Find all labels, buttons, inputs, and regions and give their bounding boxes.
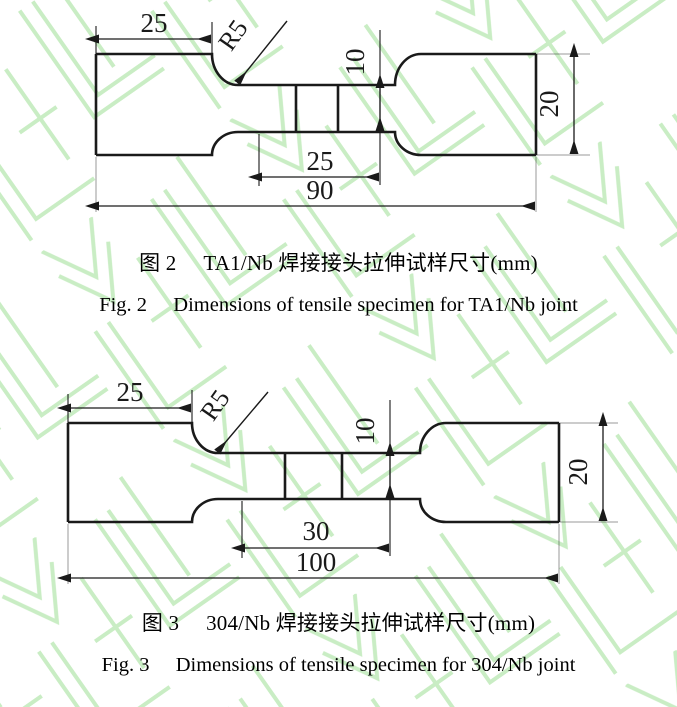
dimension-label-fillet-radius-fig2: R5 [212,14,253,55]
dimension-label-fillet-radius-fig3: R5 [194,384,235,425]
caption-figure-3-english-text: Dimensions of tensile specimen for 304/N… [175,654,576,676]
caption-figure-2-english-text: Dimensions of tensile specimen for TA1/N… [173,294,578,316]
caption-figure-3-chinese-text: 304/Nb 焊接接头拉伸试样尺寸(mm) [206,611,536,635]
caption-figure-3-chinese-label: 图 3 [141,611,180,635]
dimension-label-total-length-fig3: 100 [296,547,337,577]
dimension-label-weld-zone-fig3: 30 [303,516,330,546]
figure-3-drawing: 25 R5 10 20 30 100 [56,377,618,584]
caption-figure-2-english: Fig. 2 Dimensions of tensile specimen fo… [0,288,677,322]
caption-figure-2-chinese-label: 图 2 [139,251,177,275]
caption-figure-3-english-label: Fig. 3 [101,654,150,676]
specimen-outline-fig3 [66,421,561,524]
dimension-label-weld-zone-fig2: 25 [307,146,334,176]
caption-figure-3-english: Fig. 3 Dimensions of tensile specimen fo… [0,648,677,682]
dimension-label-grip-length-fig3: 25 [117,377,144,407]
caption-figure-2-chinese-text: TA1/Nb 焊接接头拉伸试样尺寸(mm) [203,251,538,275]
caption-figure-2-chinese: 图 2 TA1/Nb 焊接接头拉伸试样尺寸(mm) [0,246,677,280]
caption-figure-3: 图 3 304/Nb 焊接接头拉伸试样尺寸(mm) Fig. 3 Dimensi… [0,606,677,682]
dimension-label-total-length-fig2: 90 [307,175,334,205]
dimension-label-gauge-width-fig3: 10 [350,418,380,445]
figure-2-drawing: 25 R5 10 20 25 90 [84,8,590,212]
dimension-label-grip-width-fig3: 20 [563,459,593,486]
dimension-label-gauge-width-fig2: 10 [340,49,370,76]
caption-figure-3-chinese: 图 3 304/Nb 焊接接头拉伸试样尺寸(mm) [0,606,677,640]
caption-figure-2: 图 2 TA1/Nb 焊接接头拉伸试样尺寸(mm) Fig. 2 Dimensi… [0,246,677,322]
dimension-label-grip-length-fig2: 25 [141,8,168,38]
dimension-label-grip-width-fig2: 20 [534,91,564,118]
caption-figure-2-english-label: Fig. 2 [99,294,148,316]
specimen-outline-fig2 [94,52,538,157]
